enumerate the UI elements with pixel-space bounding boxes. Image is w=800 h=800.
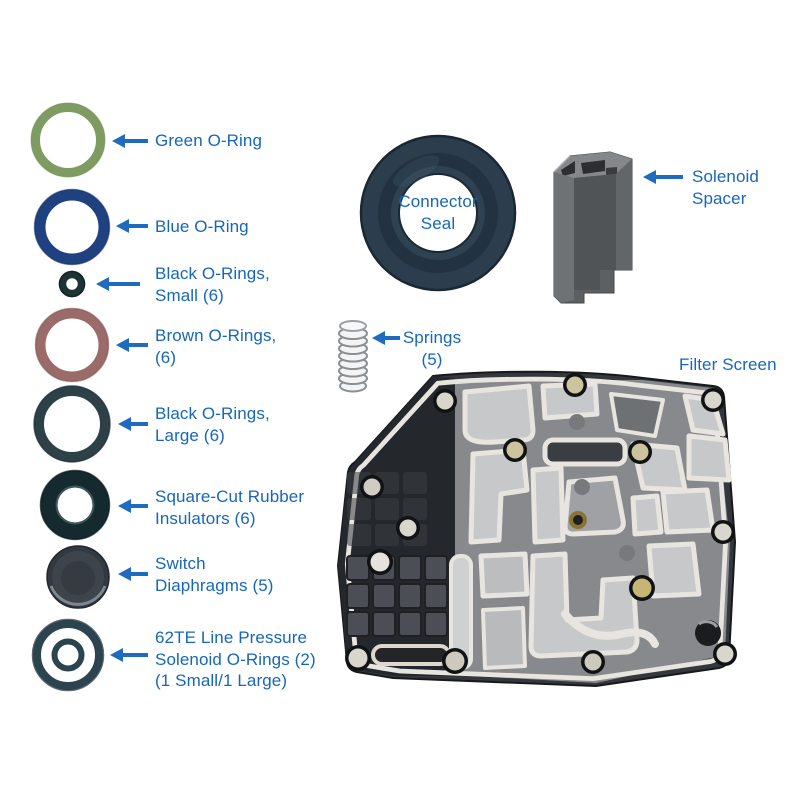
switch-arrow [118, 567, 148, 581]
blue-oring-arrow [116, 219, 148, 233]
brown-label: Brown O-Rings, (6) [155, 326, 277, 367]
spring [338, 320, 368, 393]
black-small-oring [58, 270, 86, 298]
blue-oring-label: Blue O-Ring [155, 217, 249, 236]
springs-arrow [372, 331, 400, 345]
springs-label: Springs (5) [402, 328, 462, 369]
black-large-label: Black O-Rings, Large (6) [155, 404, 270, 445]
solenoid-spacer-arrow [643, 170, 683, 184]
filter-screen-label: Filter Screen [679, 355, 777, 374]
black-small-label: Black O-Rings, Small (6) [155, 264, 270, 305]
square-cut-label: Square-Cut Rubber Insulators (6) [155, 487, 305, 528]
brown-oring [34, 307, 110, 383]
filter-screen-plate [336, 370, 737, 688]
switch-label: Switch Diaphragms (5) [155, 554, 274, 595]
switch-diaphragm [46, 545, 110, 609]
square-cut-insulator [39, 469, 111, 541]
line-pressure-orings [31, 618, 105, 692]
black-large-arrow [118, 417, 148, 431]
line-pressure-label: 62TE Line Pressure Solenoid O-Rings (2) … [155, 628, 316, 690]
solenoid-spacer-label: Solenoid Spacer [692, 167, 759, 208]
blue-oring [33, 188, 111, 266]
connector-seal [359, 134, 517, 292]
green-oring-label: Green O-Ring [155, 131, 263, 150]
black-small-arrow [96, 277, 140, 291]
brown-arrow [116, 338, 148, 352]
square-cut-arrow [118, 499, 148, 513]
black-large-oring [33, 385, 111, 463]
green-oring-arrow [112, 134, 148, 148]
solenoid-spacer [553, 151, 633, 304]
green-oring [30, 102, 106, 178]
line-pressure-arrow [110, 648, 148, 662]
connector-seal-label: Connector Seal [398, 192, 478, 233]
